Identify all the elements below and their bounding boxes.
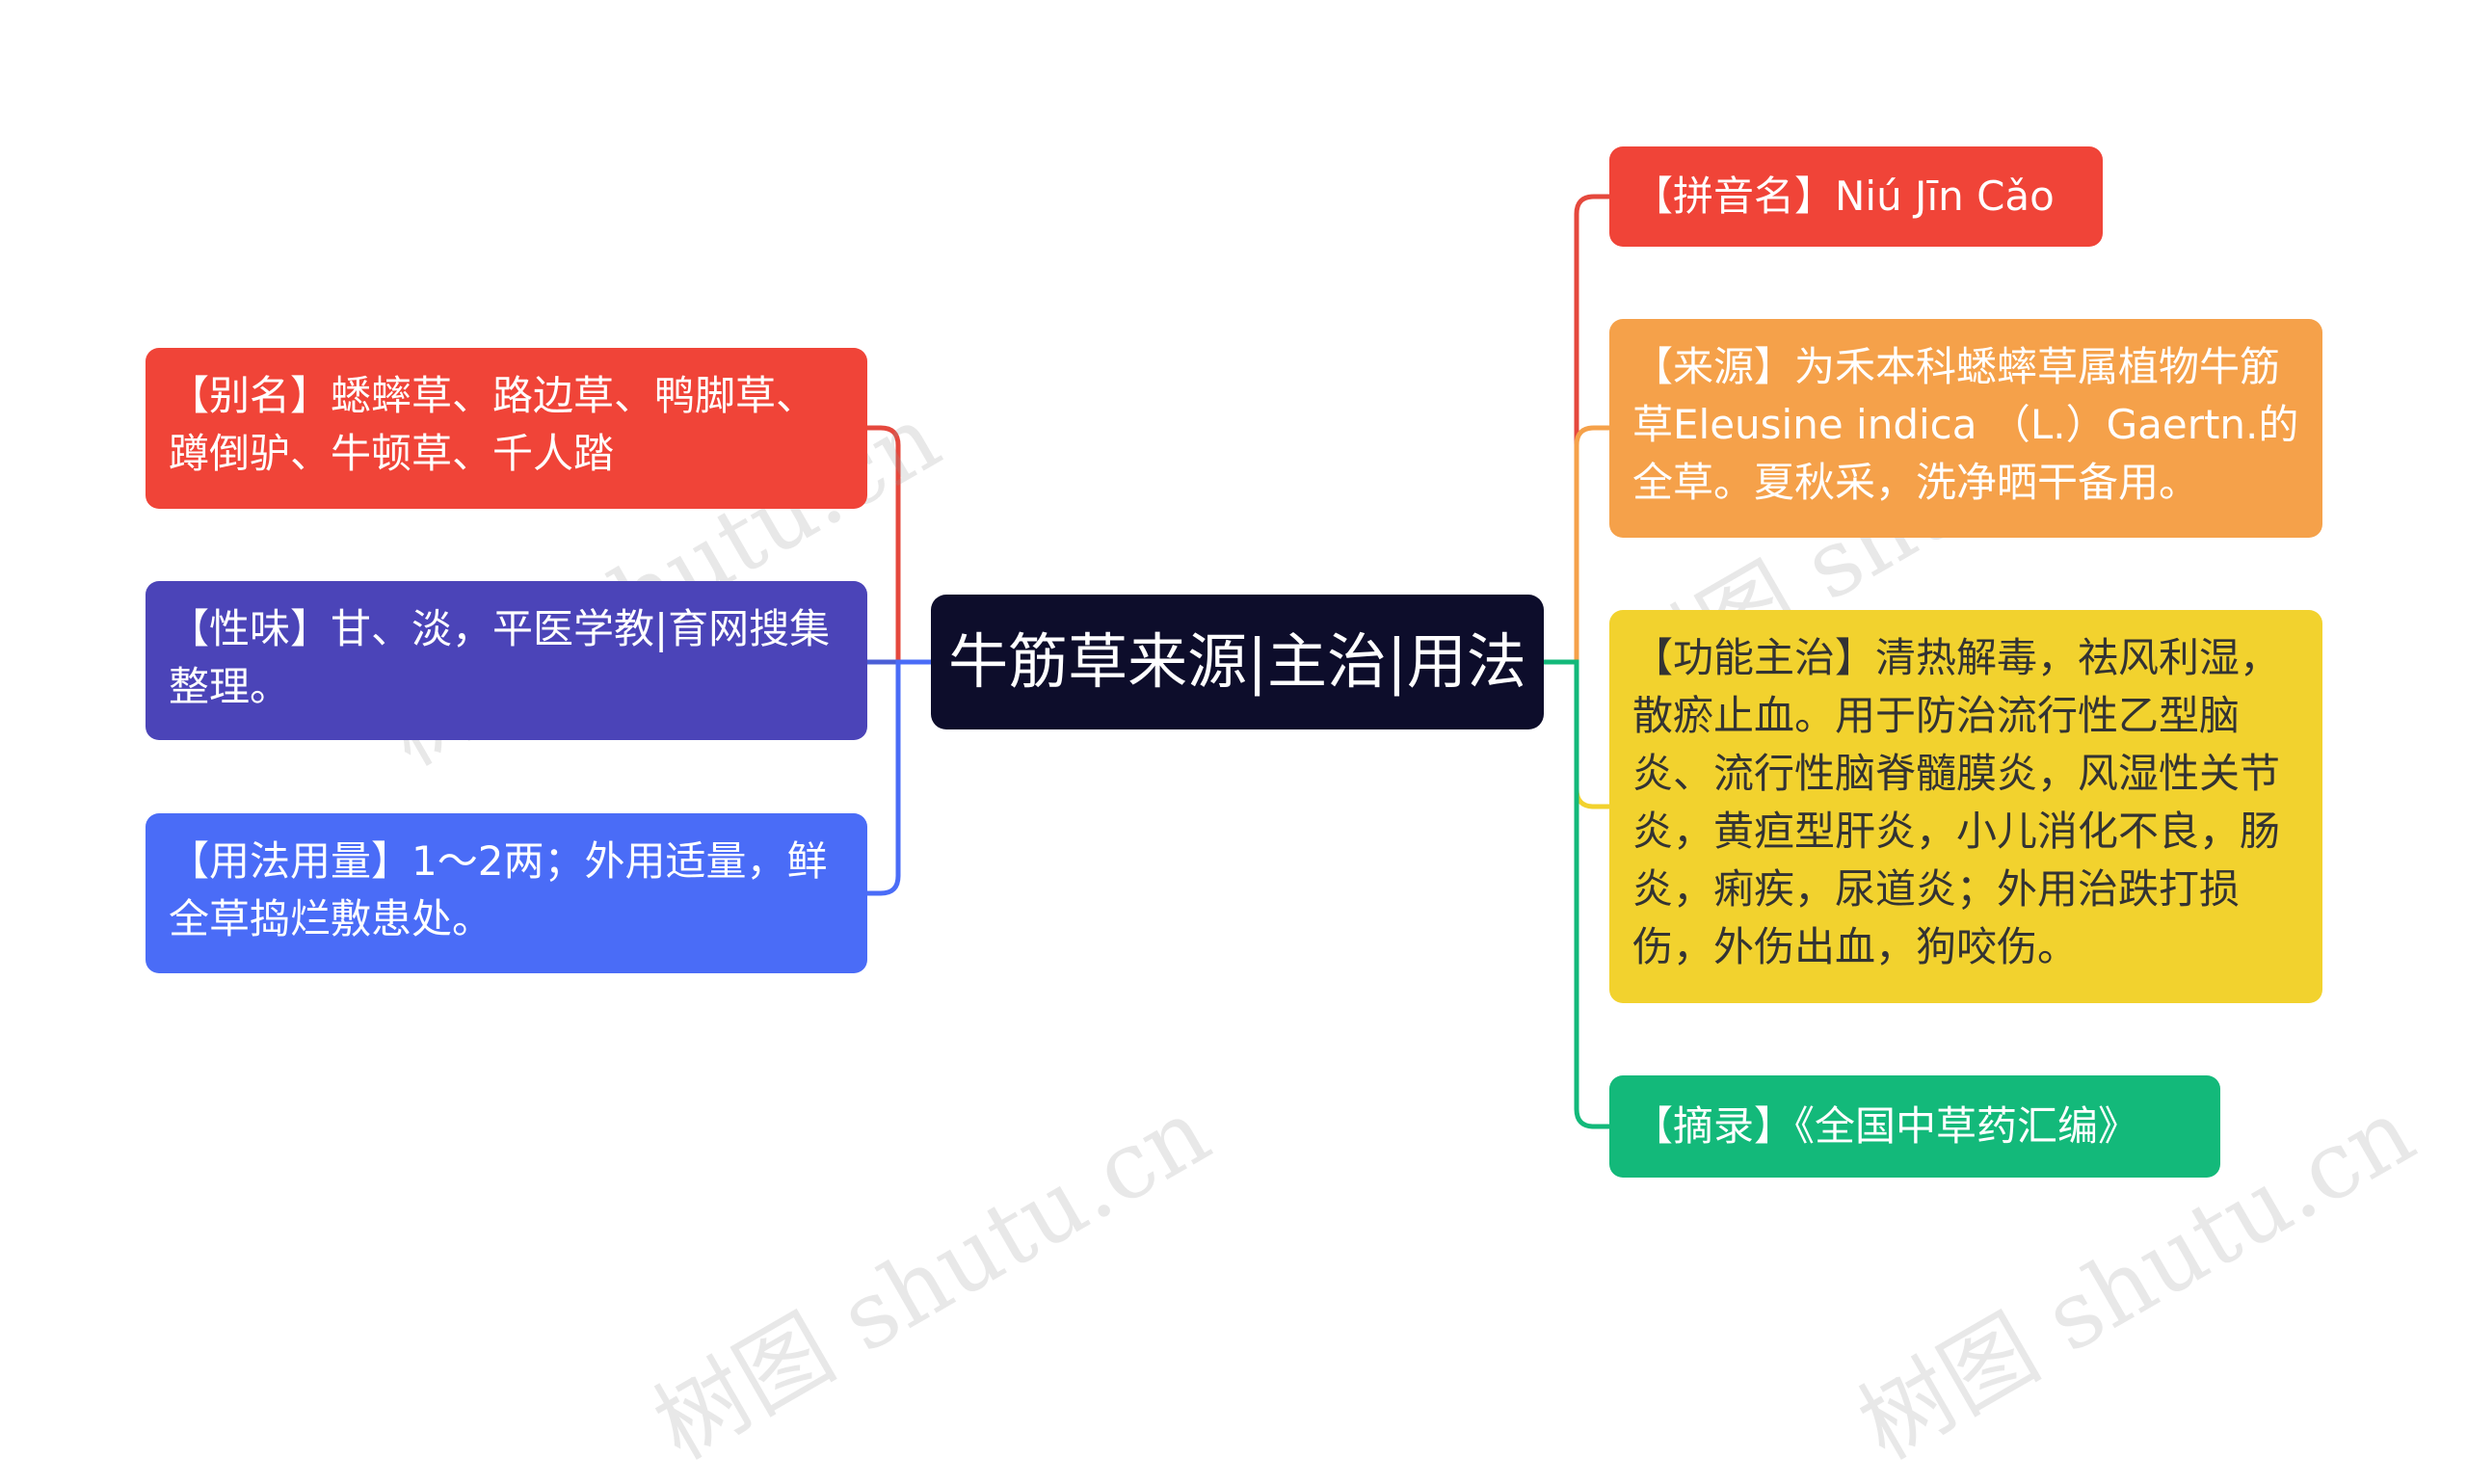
central-topic[interactable]: 牛筋草来源|主治|用法 — [931, 595, 1544, 729]
left-connectors — [864, 425, 934, 896]
node-nature-flavor[interactable]: 【性味】甘、淡，平医学教|育网搜集整理。 — [146, 581, 867, 740]
connector-right-pinyin — [1541, 194, 1612, 665]
connector-left-alias — [864, 425, 934, 665]
connector-right-source — [1541, 425, 1612, 665]
node-excerpt[interactable]: 【摘录】《全国中草药汇编》 — [1609, 1075, 2220, 1178]
node-function[interactable]: 【功能主治】清热解毒，祛风利湿，散瘀止血。用于防治流行性乙型脑炎、流行性脑脊髓膜… — [1609, 610, 2322, 1003]
node-source[interactable]: 【来源】为禾本科蟋蟀草属植物牛筋草Eleusine indica （L.）Gae… — [1609, 319, 2322, 538]
right-connectors — [1541, 194, 1612, 1129]
connector-layer — [864, 194, 1612, 1129]
node-pinyin[interactable]: 【拼音名】Niú Jīn Cǎo — [1609, 146, 2103, 247]
node-alias[interactable]: 【别名】蟋蟀草、路边草、鸭脚草、蹲倒驴、牛顿草、千人踏 — [146, 348, 867, 509]
node-usage-dosage[interactable]: 【用法用量】1～2两；外用适量，鲜全草捣烂敷患处。 — [146, 813, 867, 973]
connector-right-excerpt — [1541, 659, 1612, 1129]
connector-left-usage-dosage — [864, 659, 934, 896]
